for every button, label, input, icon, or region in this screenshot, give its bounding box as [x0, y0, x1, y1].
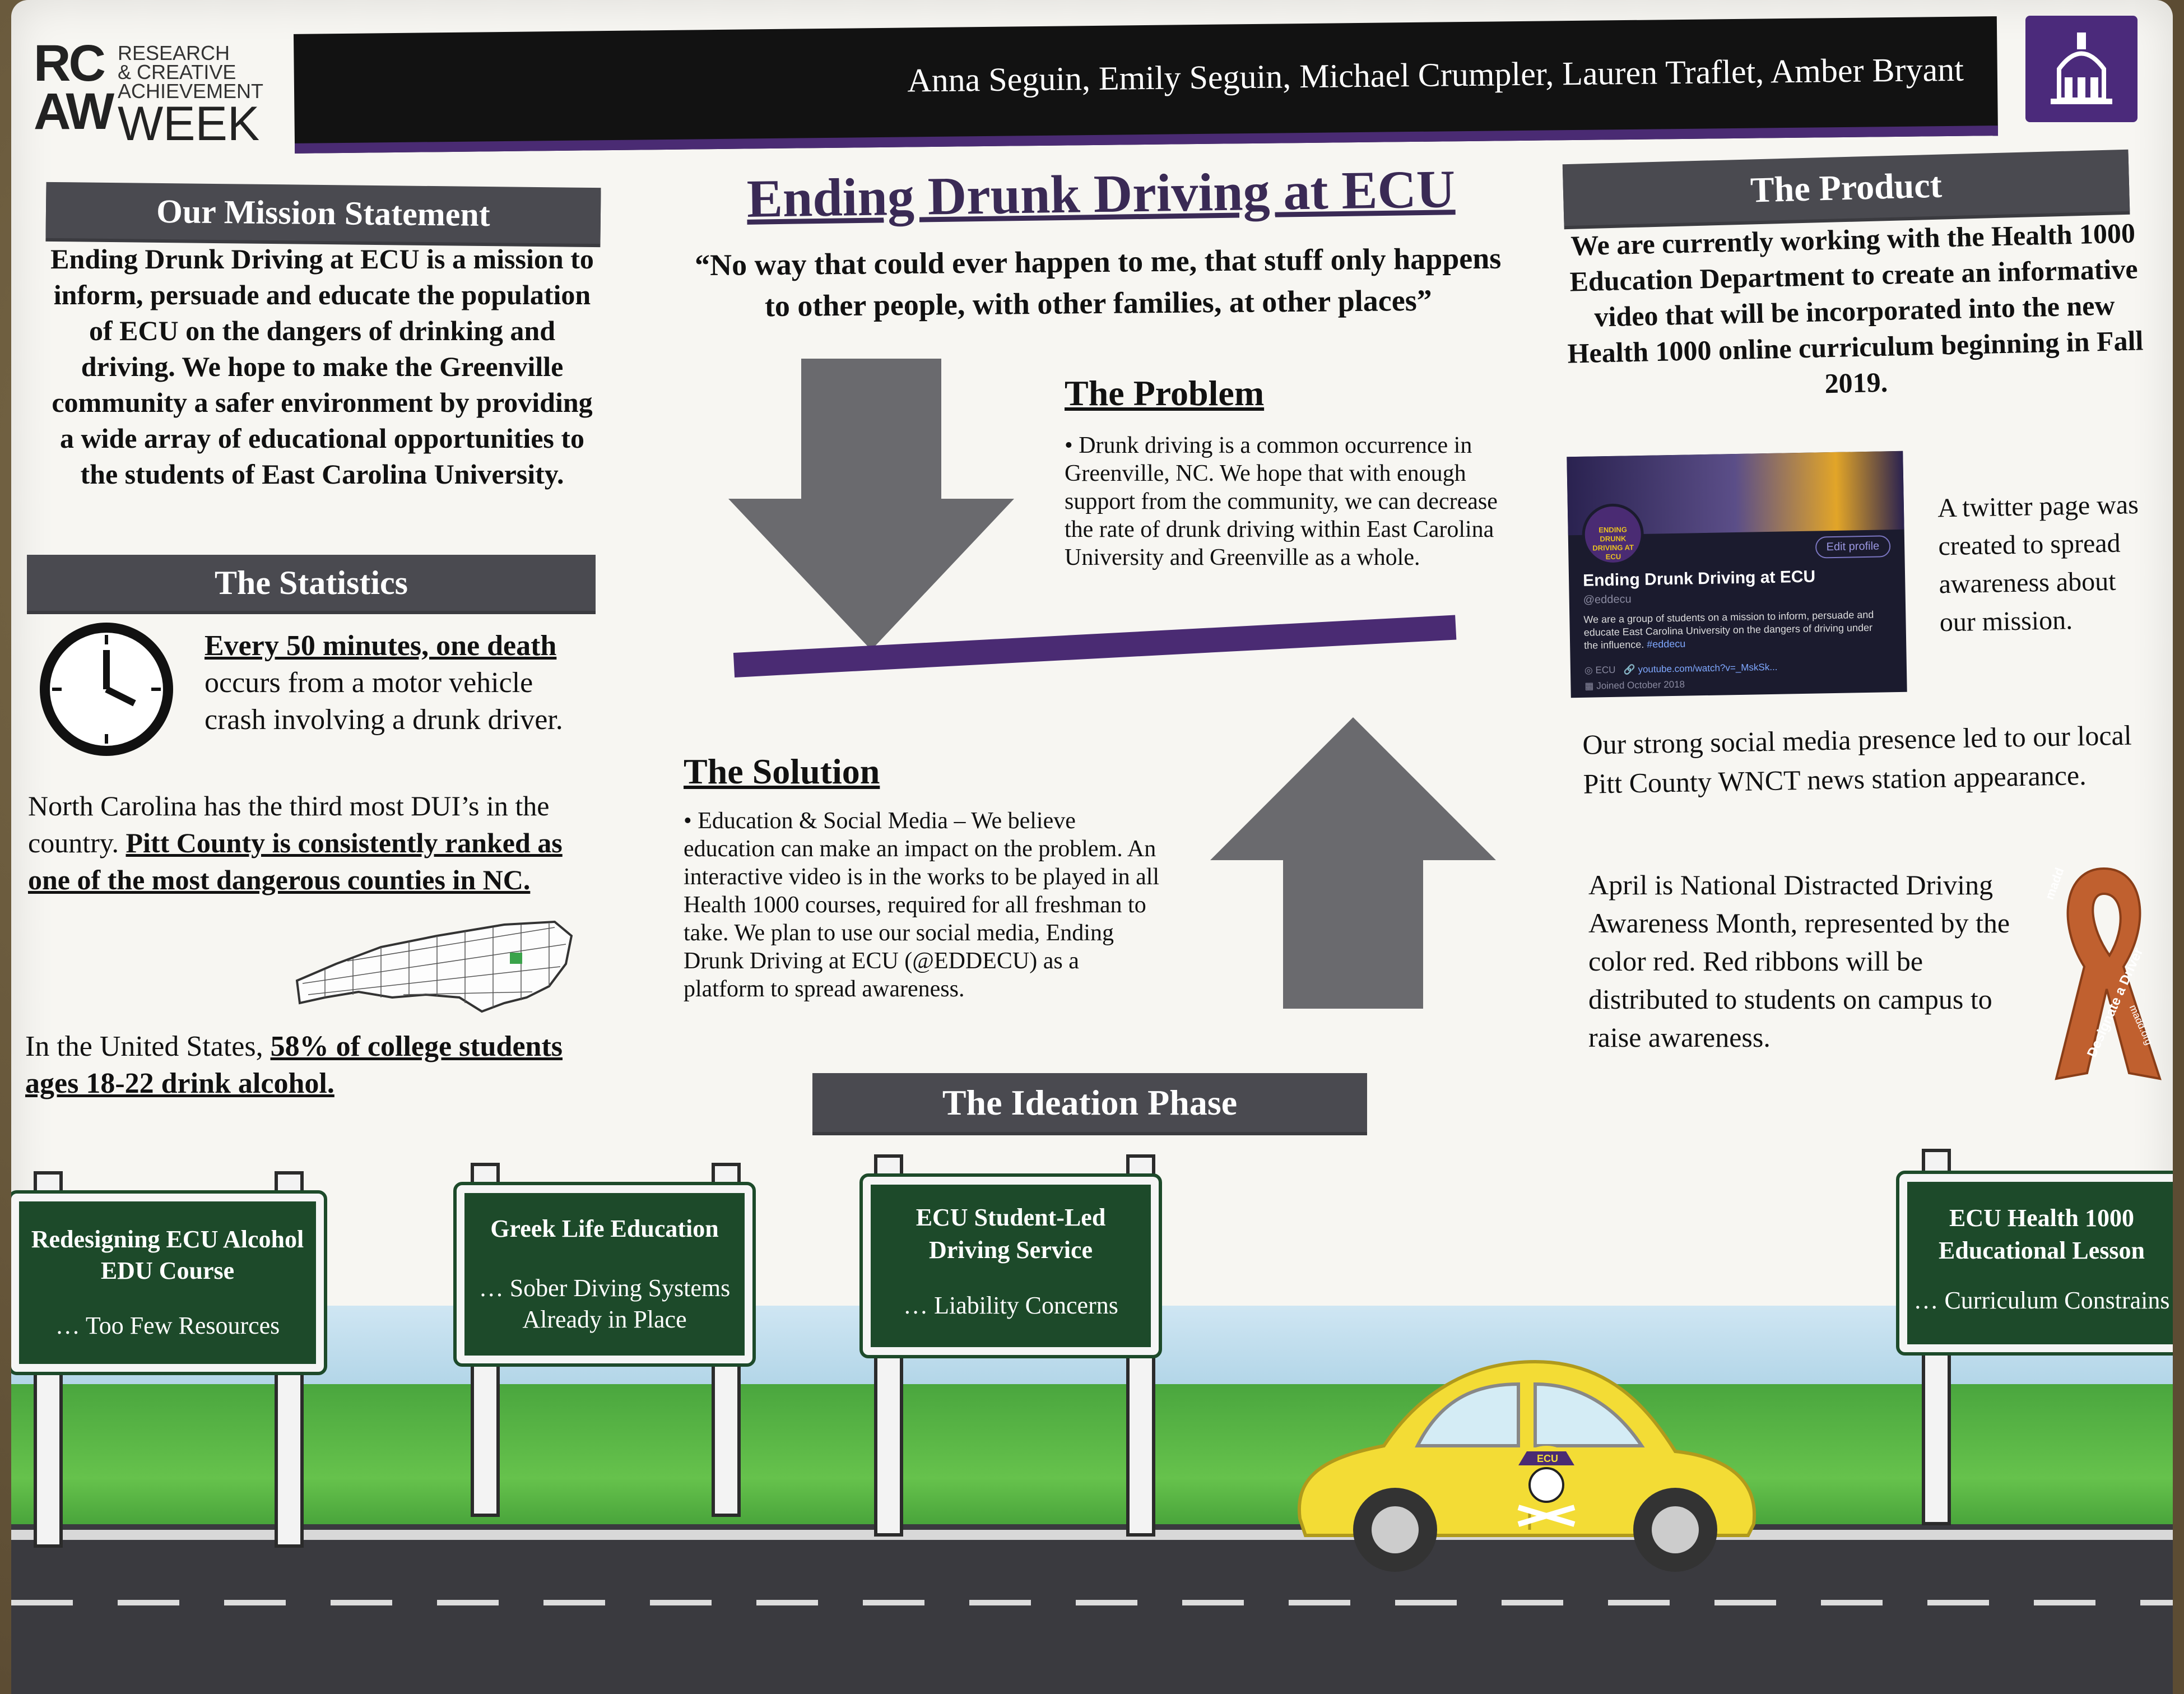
logo-week: WEEK — [118, 97, 260, 151]
logo-small-text: RESEARCH & CREATIVE ACHIEVEMENT — [118, 41, 264, 103]
stat-two: North Carolina has the third most DUI’s … — [28, 787, 600, 898]
ideation-sign-3: ECU Student-Led Driving Service … Liabil… — [859, 1173, 1162, 1358]
mission-heading: Our Mission Statement — [45, 182, 601, 244]
sign-title: Greek Life Education — [490, 1215, 719, 1242]
product-heading: The Product — [1562, 149, 2130, 226]
solution-text: • Education & Social Media – We believe … — [684, 807, 1160, 1003]
statistics-heading: The Statistics — [27, 555, 596, 611]
twitter-hashtag[interactable]: #eddecu — [1647, 638, 1686, 650]
sign-note: … Curriculum Constrains — [1913, 1287, 2170, 1314]
calendar-icon: ▦ — [1584, 680, 1597, 691]
sign-note: … Liability Concerns — [903, 1292, 1118, 1319]
poster: RC AW RESEARCH & CREATIVE ACHIEVEMENT WE… — [11, 0, 2173, 1694]
logo-rc: RC AW — [34, 35, 114, 140]
twitter-link[interactable]: youtube.com/watch?v=_MskSk... — [1638, 661, 1778, 675]
problem-body: Drunk driving is a common occurrence in … — [1065, 433, 1498, 570]
sign-title: ECU Student-Led Driving Service — [916, 1204, 1106, 1264]
twitter-profile-card: ENDING DRUNK DRIVING AT ECU Edit profile… — [1567, 451, 1907, 698]
poster-quote: “No way that could ever happen to me, th… — [694, 241, 1502, 323]
ecu-cupola-logo — [2025, 16, 2137, 122]
stat-three-bold: 58% of college students ages 18-22 drink… — [25, 1031, 563, 1099]
pitt-county-highlight — [510, 953, 522, 964]
stat-two-bold: Pitt County is consistently ranked as on… — [28, 827, 563, 895]
authors-bar: Anna Seguin, Emily Seguin, Michael Crump… — [293, 16, 1999, 154]
rcaw-logo: RC AW RESEARCH & CREATIVE ACHIEVEMENT WE… — [34, 35, 269, 151]
down-arrow-icon — [728, 359, 1014, 650]
bullet-dot: • — [684, 808, 698, 834]
twitter-bio: We are a group of students on a mission … — [1583, 608, 1886, 652]
twitter-joined-text: Joined October 2018 — [1596, 679, 1685, 691]
twitter-avatar: ENDING DRUNK DRIVING AT ECU — [1581, 503, 1644, 566]
clock-icon — [40, 623, 173, 756]
mission-text: Ending Drunk Driving at ECU is a mission… — [50, 243, 594, 490]
road-lane-dashes — [11, 1600, 2173, 1605]
bullet-dot: • — [1065, 433, 1079, 458]
awareness-ribbon-icon — [2055, 867, 2162, 1080]
stat-three-plain: In the United States, — [25, 1031, 271, 1062]
twitter-handle: @eddecu — [1583, 593, 1632, 606]
twitter-bio-text: We are a group of students on a mission … — [1583, 609, 1874, 651]
product-text: We are currently working with the Health… — [1567, 217, 2144, 400]
sign-note: … Too Few Resources — [55, 1312, 280, 1339]
sign-title: Redesigning ECU Alcohol EDU Course — [31, 1226, 304, 1284]
news-text: Our strong social media presence led to … — [1582, 719, 2132, 800]
twitter-name: Ending Drunk Driving at ECU — [1582, 567, 1816, 590]
grass — [11, 1384, 2173, 1541]
sign-title: ECU Health 1000 Educational Lesson — [1939, 1204, 2145, 1264]
ribbon-text: April is National Distracted Driving Awa… — [1588, 869, 2010, 1053]
stat-one-highlight: Every 50 minutes, one death — [205, 630, 557, 662]
stat-two-plain: North Carolina has the third most DUI’s … — [28, 790, 550, 858]
poster-title: Ending Drunk Driving at ECU — [746, 159, 1456, 229]
stat-three: In the United States, 58% of college stu… — [25, 1028, 597, 1102]
yellow-car-illustration — [1297, 1359, 1757, 1572]
road-edge-line — [11, 1530, 2173, 1540]
cupola-icon — [2037, 27, 2126, 111]
ideation-sign-2: Greek Life Education … Sober Diving Syst… — [453, 1182, 756, 1367]
stat-one: Every 50 minutes, one death occurs from … — [205, 628, 597, 739]
location-icon: ◎ — [1584, 665, 1596, 676]
solution-heading: The Solution — [684, 751, 880, 791]
twitter-caption: A twitter page was created to spread awa… — [1937, 490, 2139, 638]
twitter-joined: ▦ Joined October 2018 — [1584, 679, 1685, 692]
problem-text: • Drunk driving is a common occurrence i… — [1065, 431, 1513, 572]
ideation-heading: The Ideation Phase — [812, 1073, 1367, 1132]
twitter-meta: ◎ ECU 🔗 youtube.com/watch?v=_MskSk... — [1584, 662, 1778, 676]
edit-profile-button[interactable]: Edit profile — [1815, 535, 1891, 559]
sign-note: … Sober Diving Systems Already in Place — [478, 1274, 731, 1333]
authors-text: Anna Seguin, Emily Seguin, Michael Crump… — [907, 50, 1964, 99]
ideation-sign-4: ECU Health 1000 Educational Lesson … Cur… — [1896, 1171, 2173, 1356]
solution-body: Education & Social Media – We believe ed… — [684, 808, 1160, 1002]
twitter-location: ECU — [1595, 664, 1616, 676]
stat-one-rest: occurs from a motor vehicle crash involv… — [205, 667, 563, 736]
ideation-sign-1: Redesigning ECU Alcohol EDU Course … Too… — [11, 1190, 327, 1375]
road — [11, 1524, 2173, 1694]
problem-heading: The Problem — [1065, 373, 1265, 413]
car-emblem-text: ECU — [1536, 1453, 1558, 1464]
north-carolina-map — [295, 920, 573, 1013]
up-arrow-icon — [1210, 717, 1496, 1009]
link-icon: 🔗 — [1618, 664, 1638, 675]
